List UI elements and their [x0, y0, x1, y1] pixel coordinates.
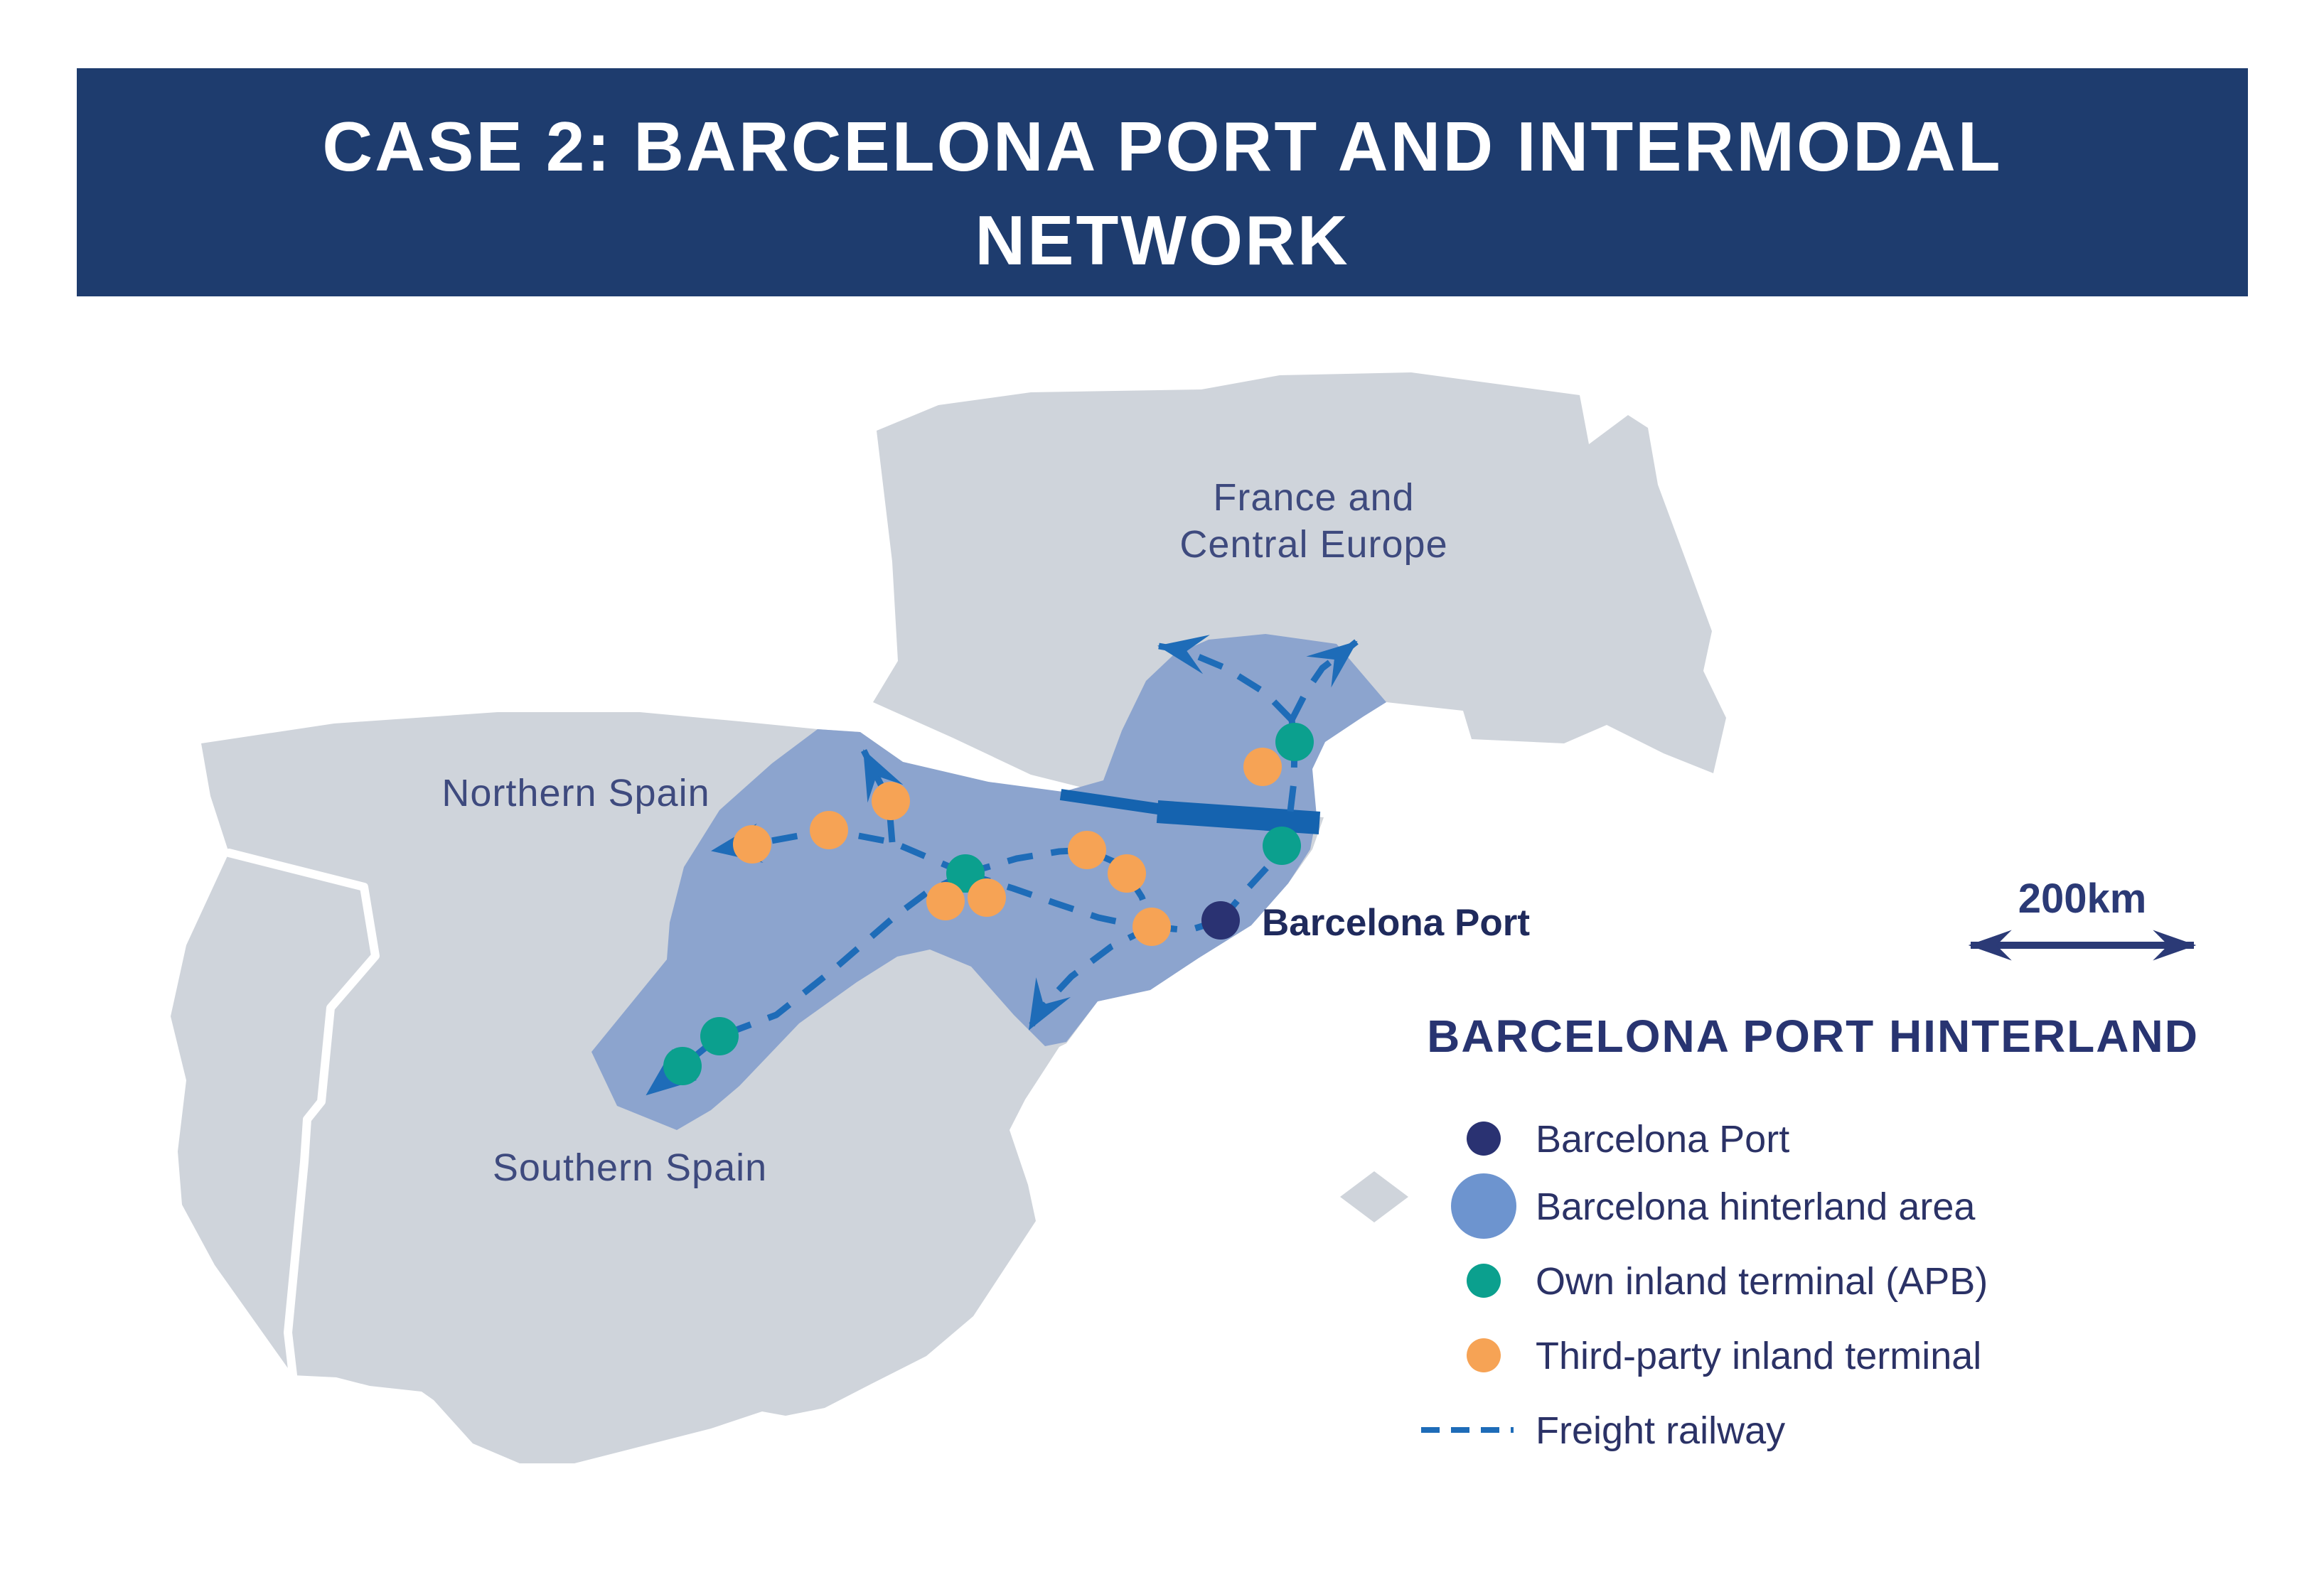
scale-bar: 200km: [1968, 876, 2197, 961]
label-barcelona-port: Barcelona Port: [1262, 902, 1530, 944]
legend-item-own-terminal: Own inland terminal (APB): [1467, 1260, 1988, 1303]
third-party-terminal-dot: [1068, 831, 1106, 869]
own-inland-terminal-dot: [1275, 723, 1314, 761]
title-banner: CASE 2: BARCELONA PORT AND INTERMODAL NE…: [77, 68, 2248, 296]
legend-item-label: Third-party inland terminal: [1536, 1335, 1981, 1377]
france-landmass: [873, 372, 1726, 789]
third-party-terminal-dot: [810, 811, 848, 849]
third-party-swatch: [1467, 1338, 1501, 1372]
railway-france-left-branch: [1157, 635, 1295, 723]
third-party-terminal-dot: [1243, 748, 1282, 786]
portugal-spain-border: [225, 849, 380, 1379]
map-labels: France and Central Europe Northern Spain…: [441, 476, 1530, 1189]
page-title-line1: CASE 2: BARCELONA PORT AND INTERMODAL: [322, 107, 2002, 185]
railway-southwest-line: [645, 870, 967, 1097]
terminal-dots: [663, 723, 1314, 1085]
own-terminal-swatch: [1467, 1264, 1501, 1298]
label-northern-spain: Northern Spain: [441, 772, 709, 814]
own-inland-terminal-dot: [1263, 827, 1301, 865]
third-party-terminal-dot: [968, 878, 1006, 917]
scale-label: 200km: [2018, 876, 2147, 922]
barcelona-port-dot: [1201, 901, 1240, 940]
ebro-river: [1059, 789, 1321, 834]
hinterland-swatch: [1451, 1173, 1516, 1239]
label-france-line1: France and: [1213, 476, 1414, 519]
port-swatch: [1467, 1122, 1501, 1156]
legend-item-railway: Freight railway: [1421, 1409, 1785, 1452]
banner-background: [77, 68, 2248, 296]
third-party-terminal-dot: [733, 825, 771, 864]
third-party-terminal-dot: [1132, 908, 1171, 946]
legend-item-label: Freight railway: [1536, 1409, 1785, 1452]
legend-item-hinterland: Barcelona hinterland area: [1451, 1173, 1976, 1239]
railway-south-coast-branch: [1027, 923, 1153, 1031]
mallorca-island: [1340, 1171, 1408, 1222]
third-party-terminal-dot: [1108, 854, 1146, 893]
legend-item-label: Barcelona Port: [1536, 1118, 1789, 1161]
railway-france-right-branch: [1288, 639, 1359, 722]
legend-item-port: Barcelona Port: [1467, 1118, 1789, 1161]
own-inland-terminal-dot: [700, 1017, 739, 1055]
third-party-terminal-dot: [926, 882, 965, 920]
third-party-terminal-dot: [872, 782, 910, 820]
legend-title: BARCELONA PORT HINTERLAND: [1427, 1011, 2199, 1062]
legend-item-label: Barcelona hinterland area: [1536, 1185, 1976, 1228]
label-france-line2: Central Europe: [1179, 523, 1447, 566]
legend-item-label: Own inland terminal (APB): [1536, 1260, 1988, 1303]
label-southern-spain: Southern Spain: [493, 1146, 767, 1189]
own-inland-terminal-dot: [663, 1047, 702, 1085]
page-title-line2: NETWORK: [975, 201, 1349, 279]
legend-item-third-party: Third-party inland terminal: [1467, 1335, 1981, 1377]
legend: BARCELONA PORT HINTERLAND Barcelona Port…: [1421, 1011, 2199, 1452]
